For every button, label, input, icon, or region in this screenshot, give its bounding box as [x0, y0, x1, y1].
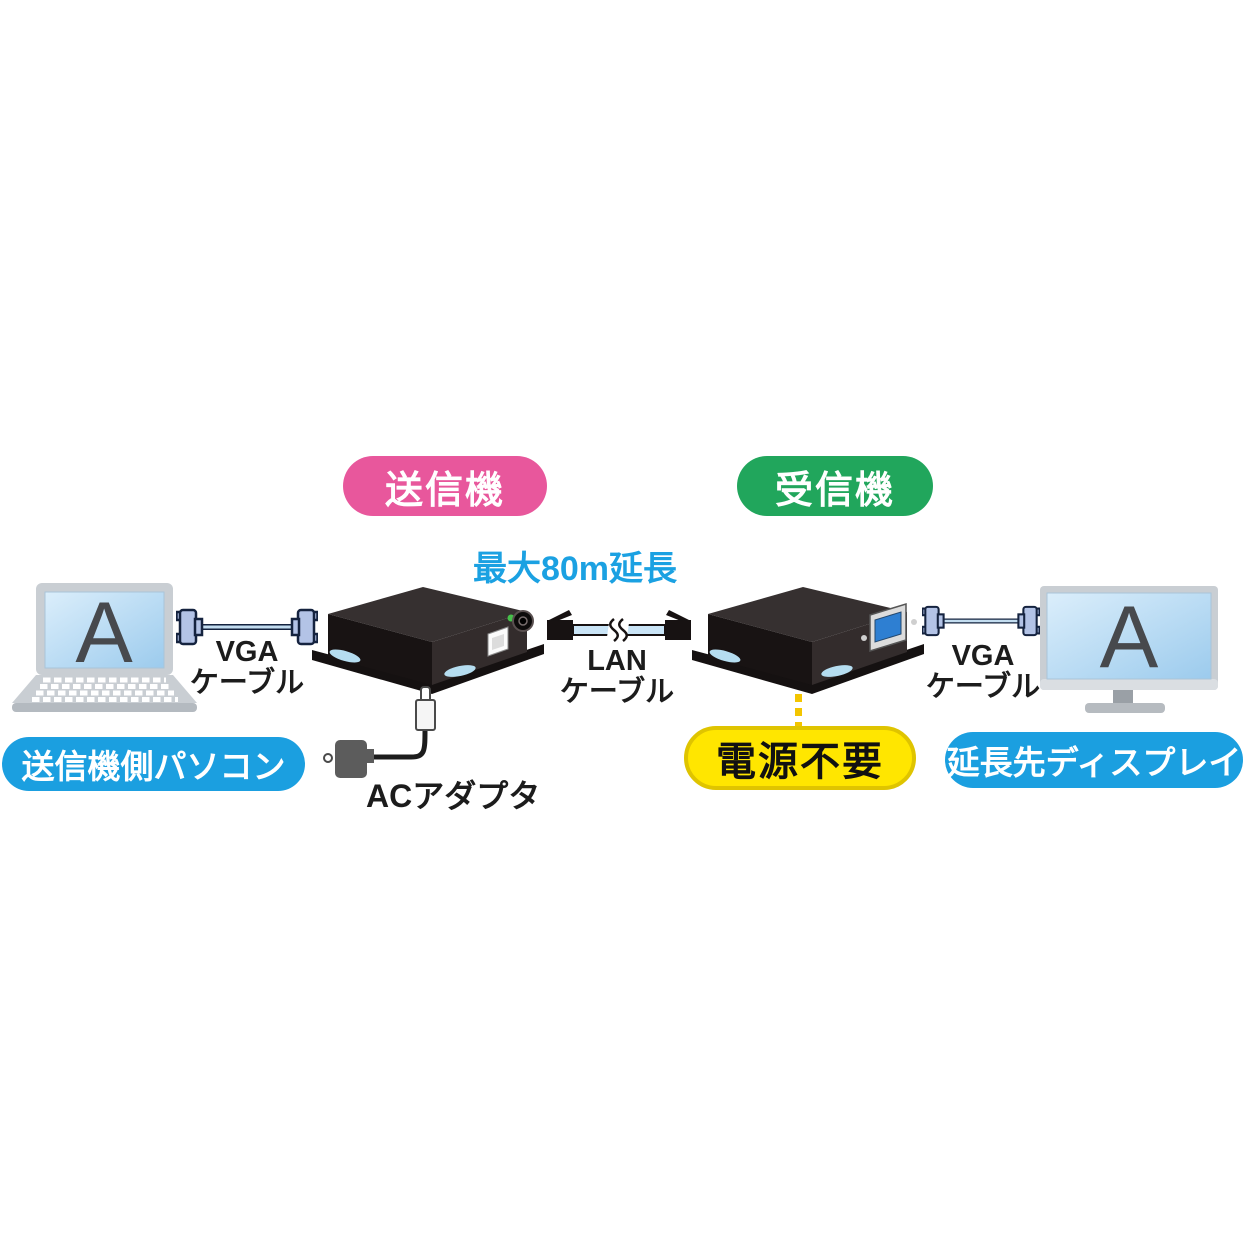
monitor-screen-letter: A: [1100, 588, 1159, 687]
transmitter-front-face: [328, 614, 432, 685]
receiver-box-illustration: [692, 587, 924, 694]
pc-badge-label: 送信機側パソコン: [21, 748, 286, 785]
rj45-plug-left: [547, 610, 573, 640]
vga-connector-left: [176, 608, 204, 646]
monitor-illustration: A: [1040, 586, 1218, 713]
no-power-badge-label: 電源不要: [716, 740, 884, 784]
ac-plug-prong: [323, 753, 333, 763]
transmitter-flange-slot-left: [329, 649, 361, 663]
ac-plug-body: [335, 740, 367, 778]
vga-cable-right-label: VGA ケーブル: [925, 640, 1041, 703]
display-badge: 延長先ディスプレイ: [945, 732, 1243, 788]
pc-badge: 送信機側パソコン: [2, 737, 305, 791]
receiver-flange-slot-right: [821, 665, 853, 677]
transmitter-flange-slot-right: [444, 665, 476, 677]
max-extension-label: 最大80m延長: [472, 550, 678, 588]
no-power-dashed-line: [795, 680, 802, 728]
monitor-screen: [1046, 592, 1212, 680]
monitor-stand-neck: [1113, 690, 1133, 704]
lan-cable-label: LAN ケーブル: [559, 645, 675, 708]
ac-adapter-illustration: [323, 686, 436, 778]
cable-break-gap: [606, 618, 630, 642]
vga-cable-right-illustration: [922, 605, 1040, 637]
receiver-badge: 受信機: [737, 456, 933, 516]
receiver-mounting-plate: [692, 644, 924, 694]
lan-cable-illustration: [547, 610, 691, 642]
transmitter-badge: 送信機: [343, 456, 547, 516]
transmitter-mounting-plate: [312, 644, 544, 694]
rj45-plug-right: [665, 610, 691, 640]
receiver-badge-label: 受信機: [774, 469, 895, 512]
laptop-illustration: A: [12, 583, 197, 712]
transmitter-top-face: [328, 587, 527, 642]
receiver-front-face: [708, 614, 812, 685]
receiver-top-face: [708, 587, 907, 642]
receiver-flange-slot-left: [709, 649, 741, 663]
vga-connector-right: [1017, 605, 1040, 637]
vga-cable-left-label: VGA ケーブル: [189, 636, 305, 699]
laptop-screen: [44, 591, 165, 669]
vga-cable-left-illustration: [176, 608, 318, 646]
dc-plug-body: [415, 699, 436, 731]
laptop-keys: [32, 677, 178, 702]
vga-connector-left: [922, 605, 945, 637]
vga-connector-right: [290, 608, 318, 646]
ac-adapter-cord: [372, 728, 428, 760]
vga-port: [874, 611, 902, 643]
laptop-front-edge: [12, 703, 197, 712]
display-badge-label: 延長先ディスプレイ: [946, 744, 1242, 781]
transmitter-box-illustration: [312, 587, 544, 694]
cable-break-squiggles: [609, 618, 628, 642]
ac-adapter-label: ACアダプタ: [366, 778, 541, 814]
no-power-badge: 電源不要: [684, 726, 916, 790]
laptop-screen-letter: A: [75, 585, 133, 681]
monitor-bottom-strip: [1040, 679, 1218, 690]
monitor-stand-base: [1085, 703, 1165, 713]
transmitter-badge-label: 送信機: [384, 469, 505, 512]
